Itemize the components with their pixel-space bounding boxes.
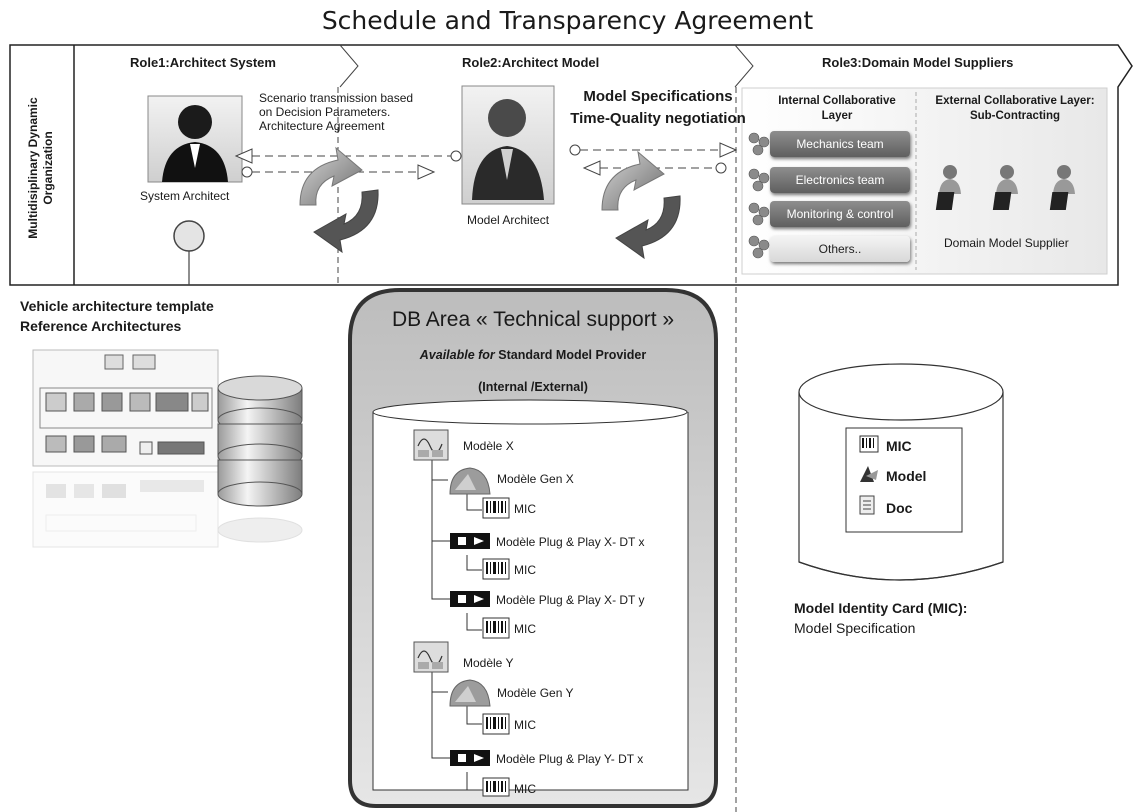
vehicle-template-line1: Vehicle architecture template — [20, 298, 214, 314]
model-architect-figure — [461, 85, 555, 205]
tree-item-gen-y: Modèle Gen Y — [497, 686, 574, 700]
model-spec-text: Model Specifications Time-Quality negoti… — [548, 86, 768, 130]
tree-item-model-x: Modèle X — [463, 439, 514, 453]
team-box-mechanics: Mechanics team — [770, 131, 910, 157]
mic-caption: Model Identity Card (MIC): Model Specifi… — [794, 598, 967, 638]
db-tree-connectors — [431, 460, 482, 791]
tree-item-gen-x: Modèle Gen X — [497, 472, 574, 486]
model-y-icon — [413, 641, 449, 673]
mic-card-icons — [859, 435, 879, 515]
tree-item-mic-3: MIC — [514, 622, 536, 636]
vehicle-template-text: Vehicle architecture template Reference … — [20, 296, 214, 336]
tree-item-plug-x-dty: Modèle Plug & Play X- DT y — [496, 593, 645, 607]
tree-item-model-y: Modèle Y — [463, 656, 514, 670]
domain-supplier-label: Domain Model Supplier — [944, 236, 1069, 250]
cycle-arrow-2 — [601, 150, 681, 260]
architect-link-arrows — [234, 142, 738, 180]
model-x-icon — [413, 429, 449, 461]
supplier-icons — [935, 165, 1075, 210]
tree-item-mic-2: MIC — [514, 563, 536, 577]
team-box-electronics: Electronics team — [770, 167, 910, 193]
team-box-monitoring: Monitoring & control — [770, 201, 910, 227]
reference-architecture-thumbnail — [32, 349, 219, 548]
role1-header: Role1:Architect System — [130, 55, 276, 70]
db-area-available: Available for Standard Model Provider — [350, 348, 716, 362]
team-people-icons — [748, 132, 770, 259]
external-layer-heading: External Collaborative Layer: Sub-Contra… — [920, 94, 1110, 124]
db-area-internal-external: (Internal /External) — [478, 380, 588, 394]
role3-header: Role3:Domain Model Suppliers — [822, 55, 1014, 70]
vehicle-template-line2: Reference Architectures — [20, 318, 182, 334]
mic-caption-line1: Model Identity Card (MIC): — [794, 600, 968, 616]
plug-icon-y-dtx — [450, 750, 490, 766]
database-stack-icon — [217, 375, 303, 543]
team-box-others: Others.. — [770, 236, 910, 262]
architect-interface-lollipop — [173, 220, 205, 285]
tree-item-mic-4: MIC — [514, 718, 536, 732]
plug-icon-x-dtx — [450, 533, 490, 549]
barcode-icons — [482, 497, 510, 797]
role2-header: Role2:Architect Model — [462, 55, 600, 70]
db-area-available-rest: Standard Model Provider — [494, 348, 647, 362]
tree-item-mic-1: MIC — [514, 502, 536, 516]
cycle-arrow-1 — [299, 146, 379, 254]
mic-card-row-doc: Doc — [886, 500, 913, 516]
model-architect-label: Model Architect — [467, 213, 550, 227]
db-area-available-italic: Available for — [419, 348, 495, 362]
scenario-line1: Scenario transmission based — [259, 91, 414, 105]
external-layer-line2: Sub-Contracting — [969, 110, 1061, 122]
internal-layer-heading: Internal Collaborative Layer — [762, 94, 912, 124]
scenario-line2: on Decision Parameters. — [259, 105, 391, 119]
internal-layer-line2: Layer — [821, 110, 853, 122]
tree-item-plug-x-dtx: Modèle Plug & Play X- DT x — [496, 535, 645, 549]
system-architect-label: System Architect — [140, 189, 230, 203]
gen-y-icon — [449, 679, 491, 707]
db-area-title: DB Area « Technical support » — [391, 308, 675, 331]
model-spec-line1: Model Specifications — [583, 88, 733, 105]
mic-caption-line2: Model Specification — [794, 620, 916, 636]
page-title: Schedule and Transparency Agreement — [321, 6, 814, 35]
organization-label-line2: Organization — [41, 131, 55, 205]
model-spec-line2: Time-Quality negotiation — [570, 110, 746, 127]
mic-card-row-model: Model — [886, 468, 927, 484]
tree-item-mic-5: MIC — [514, 782, 536, 796]
scenario-text: Scenario transmission based on Decision … — [259, 91, 413, 133]
organization-label: Multidisiplinary Dynamic Organization — [26, 48, 58, 288]
internal-layer-line1: Internal Collaborative — [778, 95, 896, 107]
scenario-line3: Architecture Agreement — [259, 119, 385, 133]
organization-label-line1: Multidisiplinary Dynamic — [26, 97, 40, 239]
gen-x-icon — [449, 467, 491, 495]
tree-item-plug-y-dtx: Modèle Plug & Play Y- DT x — [496, 752, 644, 766]
plug-icon-x-dty — [450, 591, 490, 607]
external-layer-line1: External Collaborative Layer: — [935, 95, 1095, 107]
mic-card-row-mic: MIC — [886, 438, 912, 454]
system-architect-figure — [147, 95, 243, 183]
